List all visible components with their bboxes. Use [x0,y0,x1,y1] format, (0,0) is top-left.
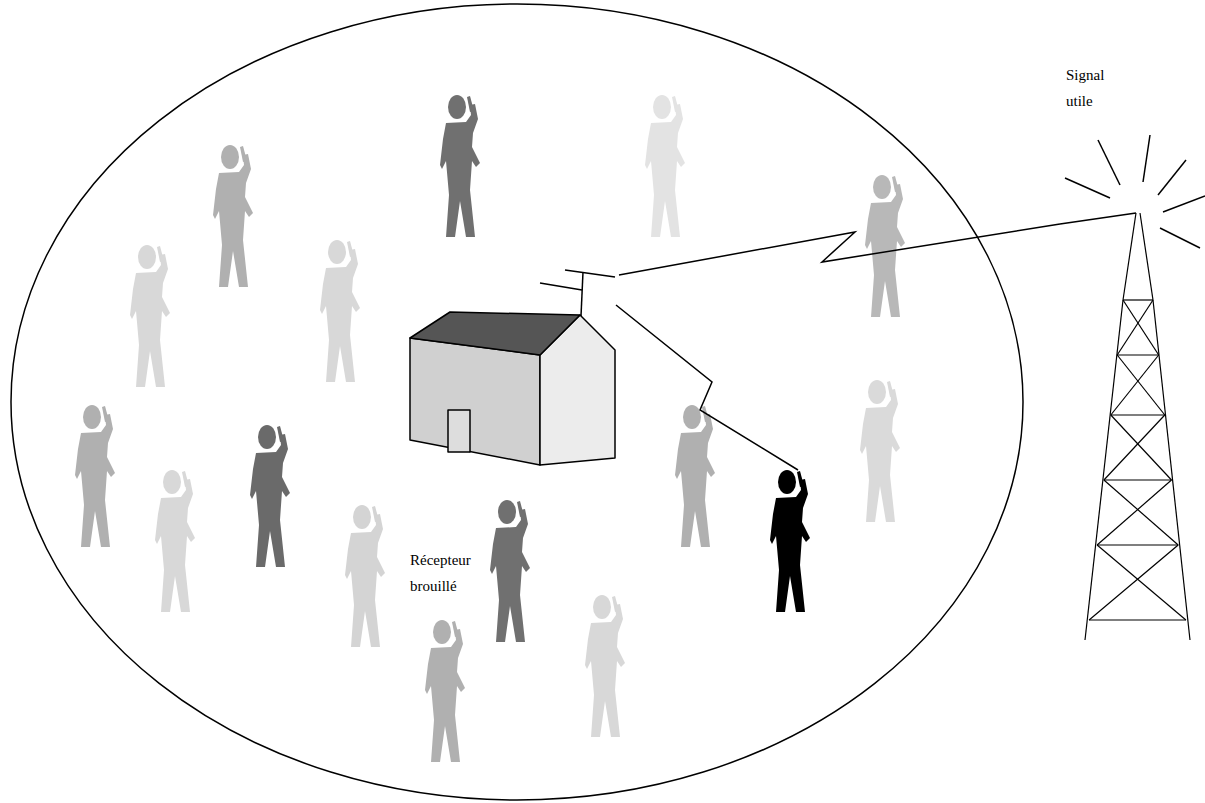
zone-ellipse [11,4,1023,800]
house-door [448,410,470,452]
person-figure [75,405,115,547]
tower-illustration [1065,135,1205,640]
tower-brace [1117,300,1153,355]
radiation-ray [1163,196,1205,212]
node-label: Récepteur brouillé [410,547,490,599]
person-figure [213,145,253,287]
tower-brace [1117,355,1165,415]
tower-brace [1097,480,1171,545]
person-figure [440,95,480,237]
tower-brace [1089,619,1186,620]
person-figure [130,245,170,387]
person-figure [645,95,685,237]
antenna-mast [581,272,583,316]
transmitter-node: Signal utile [1060,60,1205,645]
antenna-element [540,283,582,290]
antenna-element [565,270,615,277]
receiver-node: Récepteur brouillé [405,268,619,598]
tower-leg [1085,300,1123,640]
interference-link [616,305,798,470]
tower-brace [1089,545,1178,620]
person-figure [865,175,905,317]
person-figure [345,505,385,647]
person-figure-interferer [770,470,810,612]
person-figure [675,405,715,547]
person-figure [250,425,290,567]
tower-brace [1111,355,1159,415]
tower-brace [1123,299,1153,300]
tower-mast [1123,213,1136,300]
person-figure [490,500,530,642]
tower-mast [1140,213,1153,300]
person-figure [155,470,195,612]
radiation-ray [1160,228,1200,248]
person-figure [585,595,625,737]
tower-brace [1111,415,1172,480]
tower-brace [1097,544,1178,545]
tower-brace [1123,300,1159,355]
tower-brace [1097,545,1186,620]
house-side-wall [410,338,540,465]
tower-brace [1117,354,1159,355]
node-label: Signal utile [1066,62,1121,114]
radiation-ray [1098,140,1120,185]
person-figure [425,620,465,762]
tower-brace [1111,414,1165,415]
tower-brace [1104,479,1172,480]
signal-link-tail [1060,213,1136,224]
house-illustration [410,270,615,465]
person-figure [860,380,900,522]
tower-brace [1104,415,1165,480]
tower-leg [1153,300,1190,640]
signal-link [619,224,1060,275]
radiation-ray [1065,178,1110,198]
radiation-ray [1143,135,1150,182]
tower-brace [1104,480,1178,545]
person-figure [320,240,360,382]
radiation-ray [1158,160,1186,195]
house-roof [410,312,580,355]
